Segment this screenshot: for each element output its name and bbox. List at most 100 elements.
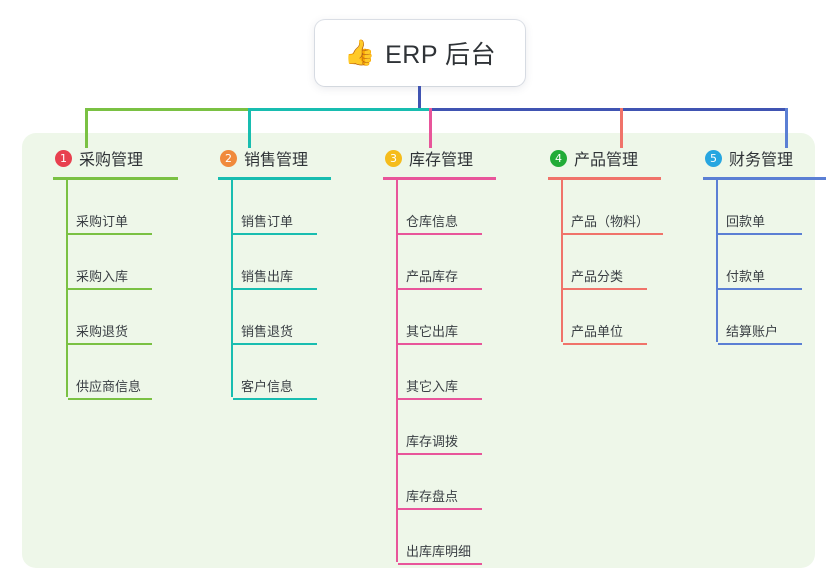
branch-column-4: 4 产品管理产品（物料） 产品分类产品单位 [533, 146, 663, 345]
branch-title: 财务管理 [729, 152, 794, 169]
leaf-label: 结算账户 [726, 324, 779, 339]
bus-segment-blue [429, 108, 787, 111]
branch-header-销售管理[interactable]: 2 销售管理 [203, 146, 308, 170]
leaf-rule [398, 563, 482, 565]
leaf-node[interactable]: 产品分类 [563, 266, 647, 290]
root-node-title: ERP 后台 [385, 41, 497, 69]
leaf-label: 产品（物料） [571, 214, 650, 229]
root-node[interactable]: 👍 ERP 后台 [315, 20, 525, 86]
leaf-label: 客户信息 [241, 379, 294, 394]
leaf-rule [718, 288, 802, 290]
leaf-rule [68, 398, 152, 400]
leaf-label: 仓库信息 [406, 214, 459, 229]
branch-trunk [231, 180, 233, 397]
leaf-node[interactable]: 采购订单 [68, 211, 152, 235]
drop-line-1 [85, 108, 88, 148]
branch-header-产品管理[interactable]: 4 产品管理 [533, 146, 638, 170]
branch-column-1: 1 采购管理采购订单采购入库采购退货供应商信息 [38, 146, 178, 400]
branch-number-badge: 3 [385, 149, 402, 167]
leaf-rule [233, 343, 317, 345]
leaf-node[interactable]: 产品（物料） [563, 211, 663, 235]
leaf-label: 付款单 [726, 269, 766, 284]
leaf-node[interactable]: 采购入库 [68, 266, 152, 290]
leaf-node[interactable]: 销售出库 [233, 266, 317, 290]
diagram-panel [22, 133, 815, 568]
leaf-label: 其它入库 [406, 379, 459, 394]
leaf-rule [68, 233, 152, 235]
root-stem [418, 86, 421, 111]
drop-line-5 [785, 108, 788, 148]
branch-header-rule [53, 177, 178, 180]
branch-column-5: 5 财务管理回款单付款单结算账户 [688, 146, 826, 345]
leaf-rule [563, 233, 663, 235]
leaf-label: 产品单位 [571, 324, 624, 339]
leaf-label: 销售出库 [241, 269, 294, 284]
leaf-node[interactable]: 销售订单 [233, 211, 317, 235]
branch-title: 产品管理 [574, 152, 639, 169]
leaf-node[interactable]: 产品库存 [398, 266, 482, 290]
leaf-label: 库存调拨 [406, 434, 459, 449]
leaf-node[interactable]: 出库库明细 [398, 541, 482, 565]
leaf-label: 供应商信息 [76, 379, 142, 394]
branch-header-财务管理[interactable]: 5 财务管理 [688, 146, 793, 170]
branch-header-rule [218, 177, 331, 180]
leaf-rule [398, 508, 482, 510]
leaf-rule [68, 343, 152, 345]
branch-number-badge: 5 [705, 149, 722, 167]
leaf-node[interactable]: 结算账户 [718, 321, 802, 345]
drop-line-2 [248, 108, 251, 148]
branch-title: 库存管理 [409, 152, 474, 169]
drop-line-3 [429, 108, 432, 148]
leaf-node[interactable]: 采购退货 [68, 321, 152, 345]
branch-number-badge: 4 [550, 149, 567, 167]
leaf-rule [398, 453, 482, 455]
leaf-node[interactable]: 其它入库 [398, 376, 482, 400]
leaf-node[interactable]: 供应商信息 [68, 376, 152, 400]
bus-segment-teal [248, 108, 429, 111]
leaf-rule [233, 398, 317, 400]
leaf-rule [68, 288, 152, 290]
leaf-label: 出库库明细 [406, 544, 472, 559]
leaf-node[interactable]: 其它出库 [398, 321, 482, 345]
leaf-label: 采购订单 [76, 214, 129, 229]
leaf-node[interactable]: 库存盘点 [398, 486, 482, 510]
branch-title: 销售管理 [244, 152, 309, 169]
branch-header-采购管理[interactable]: 1 采购管理 [38, 146, 143, 170]
leaf-rule [233, 233, 317, 235]
branch-title: 采购管理 [79, 152, 144, 169]
leaf-node[interactable]: 产品单位 [563, 321, 647, 345]
leaf-label: 销售订单 [241, 214, 294, 229]
leaf-rule [718, 233, 802, 235]
leaf-rule [398, 288, 482, 290]
branch-number-badge: 2 [220, 149, 237, 167]
branch-column-3: 3 库存管理仓库信息产品库存其它出库其它入库库存调拨库存盘点出库库明细 [368, 146, 496, 565]
branch-trunk [396, 180, 398, 562]
leaf-node[interactable]: 仓库信息 [398, 211, 482, 235]
branch-header-库存管理[interactable]: 3 库存管理 [368, 146, 473, 170]
leaf-rule [718, 343, 802, 345]
leaf-node[interactable]: 库存调拨 [398, 431, 482, 455]
leaf-rule [233, 288, 317, 290]
leaf-node[interactable]: 客户信息 [233, 376, 317, 400]
leaf-node[interactable]: 销售退货 [233, 321, 317, 345]
leaf-label: 销售退货 [241, 324, 294, 339]
leaf-label: 库存盘点 [406, 489, 459, 504]
bus-segment-green [85, 108, 248, 111]
branch-trunk [561, 180, 563, 342]
branch-number-badge: 1 [55, 149, 72, 167]
branch-trunk [66, 180, 68, 397]
branch-header-rule [703, 177, 826, 180]
leaf-node[interactable]: 付款单 [718, 266, 802, 290]
thumbs-up-icon: 👍 [343, 38, 376, 67]
branch-column-2: 2 销售管理销售订单销售出库销售退货客户信息 [203, 146, 331, 400]
leaf-rule [398, 343, 482, 345]
leaf-rule [563, 343, 647, 345]
branch-trunk [716, 180, 718, 342]
drop-line-4 [620, 108, 623, 148]
leaf-label: 产品分类 [571, 269, 624, 284]
leaf-label: 采购退货 [76, 324, 129, 339]
leaf-node[interactable]: 回款单 [718, 211, 802, 235]
branch-header-rule [383, 177, 496, 180]
leaf-rule [563, 288, 647, 290]
